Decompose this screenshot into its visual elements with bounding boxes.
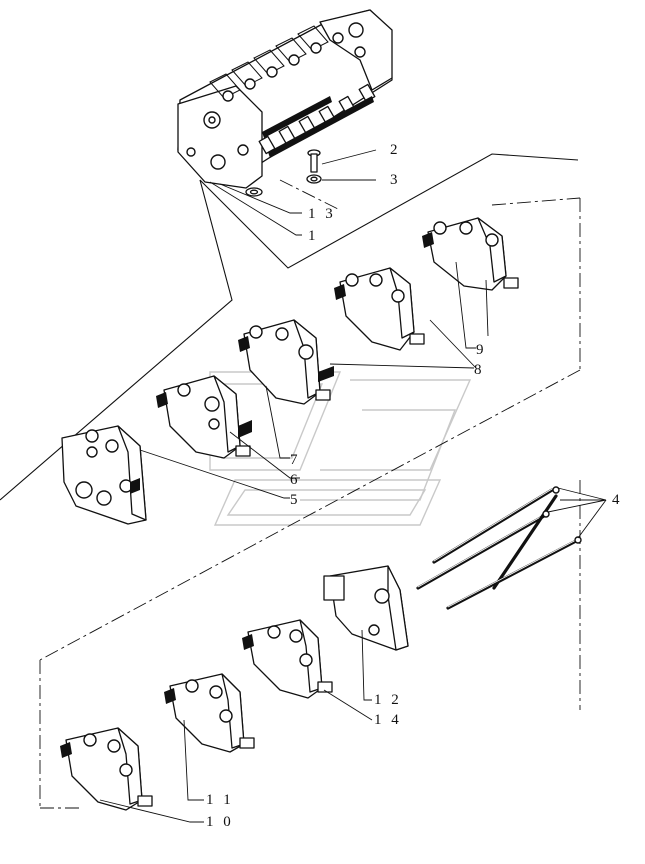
- valve-section-8: [334, 267, 425, 351]
- washer: [306, 174, 322, 184]
- bolt: [307, 149, 321, 173]
- callout-4: 4: [612, 492, 623, 508]
- callout-5: 5: [290, 492, 301, 508]
- callout-11: 1 1: [206, 792, 234, 808]
- callout-13: 1 3: [308, 206, 336, 222]
- callout-3: 3: [390, 172, 401, 188]
- callout-14: 1 4: [374, 712, 402, 728]
- exploded-view-frame: [0, 153, 581, 809]
- callout-labels: 1 2 3 4 5 6 7 8 9 1 0 1 1 1 2 1 3 1 4: [206, 142, 623, 830]
- callout-8: 8: [474, 362, 485, 378]
- inlet-section-5: [61, 425, 147, 525]
- callout-12: 1 2: [374, 692, 402, 708]
- callout-7: 7: [290, 452, 301, 468]
- assembled-valve-bank: [177, 9, 393, 189]
- end-cover-12: [323, 565, 409, 651]
- leader-lines: [99, 149, 607, 823]
- valve-section-stack: [209, 25, 376, 158]
- washer-seal: [245, 187, 263, 197]
- valve-section-9: [422, 217, 519, 291]
- callout-2: 2: [390, 142, 401, 158]
- valve-section-11: [164, 673, 255, 753]
- valve-section-6: [156, 375, 252, 459]
- callout-9: 9: [476, 342, 487, 358]
- tie-rods: [416, 486, 582, 610]
- valve-section-10: [60, 727, 153, 811]
- callout-6: 6: [290, 472, 301, 488]
- valve-section-7: [238, 319, 334, 405]
- valve-section-14: [242, 619, 333, 699]
- callout-1: 1: [308, 228, 319, 244]
- callout-10: 1 0: [206, 814, 234, 830]
